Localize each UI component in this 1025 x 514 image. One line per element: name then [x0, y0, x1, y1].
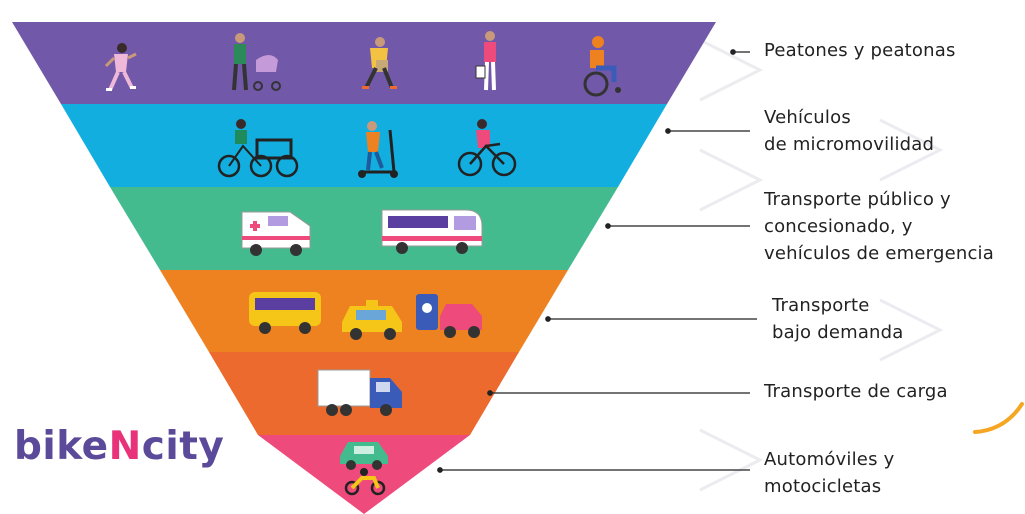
label-demanda: Transporte bajo demanda — [772, 295, 904, 343]
ambulance-icon — [241, 211, 311, 256]
bus-icon — [381, 209, 483, 254]
label-automoviles: Automóviles y motocicletas — [764, 449, 895, 497]
label-publico: Transporte público y concesionado, y veh… — [764, 189, 994, 264]
band-publico — [110, 187, 618, 270]
connector-dot-automoviles — [437, 467, 443, 473]
kick-scooter-icon — [358, 121, 398, 178]
shopper-pedestrian-icon — [475, 31, 496, 91]
car-icon — [340, 442, 388, 470]
accent-swoosh-icon — [973, 402, 1024, 434]
connector-dot-peatones — [730, 49, 736, 55]
cargo-truck-icon — [317, 369, 402, 416]
connector-dot-demanda — [545, 316, 551, 322]
label-micromovilidad: Vehículos de micromovilidad — [764, 107, 935, 155]
wheelchair-user-icon — [583, 36, 621, 97]
logo-text-n: N — [108, 424, 142, 469]
label-peatones: Peatones y peatonas — [764, 40, 956, 61]
background-chevron-pattern — [699, 38, 944, 492]
logo-text-city: city — [141, 424, 225, 469]
walker-with-bag-icon — [362, 37, 397, 89]
stroller-pedestrian-icon — [232, 33, 281, 91]
ride-hailing-app-car-icon — [416, 294, 482, 338]
connector-dot-micromovilidad — [665, 128, 671, 134]
motorcycle-icon — [344, 468, 386, 496]
taxi-icon — [342, 300, 402, 340]
connector-dot-carga — [487, 390, 493, 396]
logo-text-bike: bike — [14, 424, 109, 469]
bikencity-logo: bikeNcity — [14, 424, 224, 469]
connector-dot-publico — [605, 223, 611, 229]
label-carga: Transporte de carga — [764, 381, 948, 402]
bicycle-icon — [457, 119, 517, 177]
cargo-tricycle-icon — [217, 119, 299, 178]
band-peatones — [12, 22, 716, 104]
school-bus-icon — [249, 292, 321, 334]
pedestrian-runner-icon — [104, 43, 137, 91]
